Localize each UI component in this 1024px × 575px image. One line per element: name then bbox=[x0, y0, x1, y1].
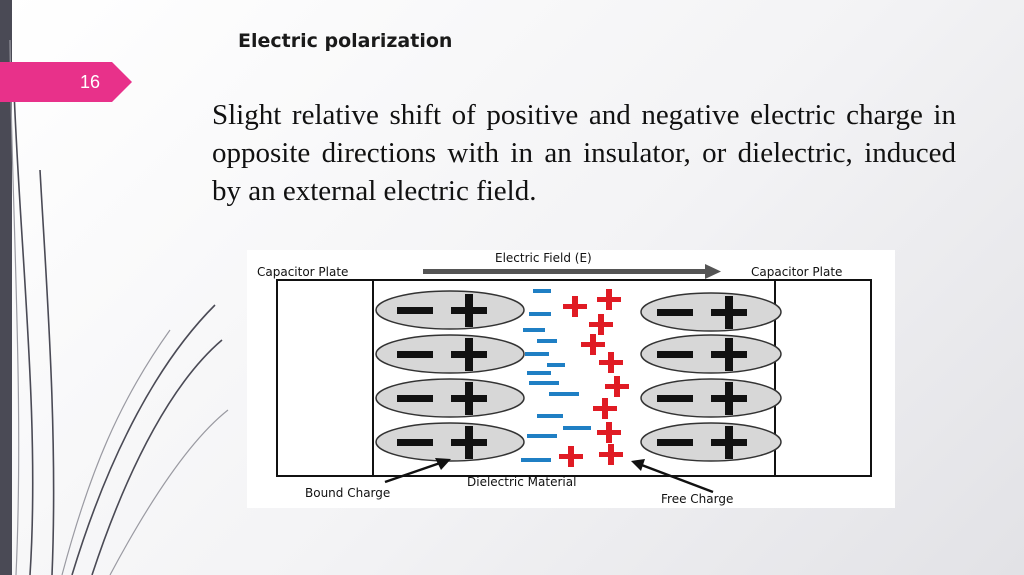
plus-charge bbox=[563, 296, 587, 317]
bound-charges-right bbox=[640, 292, 782, 462]
slide-number: 16 bbox=[80, 72, 101, 92]
polarization-figure: Electric Field (E) Capacitor Plate Capac… bbox=[247, 250, 895, 508]
free-charge-label: Free Charge bbox=[661, 492, 733, 506]
plus-charge bbox=[593, 398, 617, 419]
bound-dipole bbox=[375, 422, 525, 462]
bound-dipole bbox=[640, 292, 782, 332]
field-arrow-icon bbox=[423, 264, 721, 279]
plus-charge bbox=[581, 334, 605, 355]
bound-charges-left bbox=[375, 290, 525, 462]
bound-charge-label: Bound Charge bbox=[305, 486, 390, 500]
bound-charge-arrow-icon bbox=[384, 458, 451, 484]
left-capacitor-plate bbox=[276, 279, 374, 477]
right-capacitor-plate bbox=[774, 279, 872, 477]
right-plate-label: Capacitor Plate bbox=[751, 265, 842, 279]
plus-charge bbox=[599, 444, 623, 465]
left-sidebar-bar bbox=[0, 0, 12, 575]
bound-dipole bbox=[640, 422, 782, 462]
plus-charge bbox=[589, 314, 613, 335]
bound-dipole bbox=[640, 378, 782, 418]
plus-charge bbox=[597, 422, 621, 443]
left-plate-label: Capacitor Plate bbox=[257, 265, 348, 279]
bound-dipole bbox=[375, 378, 525, 418]
polarization-diagram: Electric Field (E) Capacitor Plate Capac… bbox=[257, 251, 872, 506]
slide-title: Electric polarization bbox=[238, 30, 453, 52]
slide-number-badge: 16 bbox=[0, 62, 132, 102]
decorative-lines bbox=[9, 39, 229, 575]
plus-charge bbox=[599, 352, 623, 373]
dielectric-material-label: Dielectric Material bbox=[467, 475, 576, 489]
plus-charge bbox=[605, 376, 629, 397]
plus-charge bbox=[559, 446, 583, 467]
plus-charge bbox=[597, 289, 621, 310]
electric-field-label: Electric Field (E) bbox=[495, 251, 592, 265]
free-negative-charges bbox=[521, 289, 591, 462]
slide-body-text: Slight relative shift of positive and ne… bbox=[212, 99, 956, 207]
free-positive-charges bbox=[559, 289, 629, 467]
bound-dipole bbox=[640, 334, 782, 374]
bound-dipole bbox=[375, 334, 525, 374]
free-charge-arrow-icon bbox=[631, 459, 714, 494]
bound-dipole bbox=[375, 290, 525, 330]
